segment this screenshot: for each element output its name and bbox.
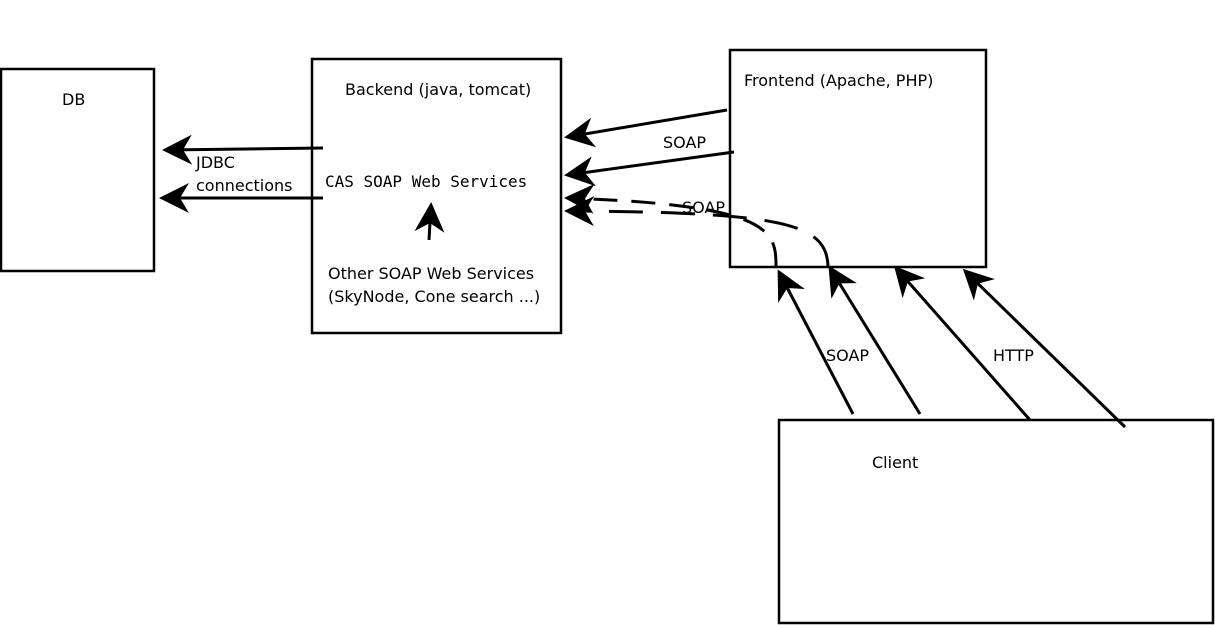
client-frontend-soap-arrow-1 (777, 269, 855, 415)
client-frontend-http-label: HTTP (993, 346, 1034, 365)
client-frontend-soap-arrow-2 (828, 265, 922, 415)
backend-title: Backend (java, tomcat) (345, 80, 531, 99)
jdbc-label-line2: connections (196, 176, 293, 195)
jdbc-label-line1: JDBC (195, 153, 235, 172)
frontend-box (728, 48, 988, 269)
frontend-backend-arrow-1 (564, 108, 728, 148)
frontend-title: Frontend (Apache, PHP) (744, 71, 933, 90)
other-services-label-line2: (SkyNode, Cone search ...) (328, 287, 540, 306)
client-backend-soap-label: SOAP (682, 198, 725, 217)
cas-services-label: CAS SOAP Web Services (325, 172, 527, 191)
db-label: DB (62, 90, 85, 109)
backend-box (310, 57, 563, 335)
client-backend-dashed-arrow-2 (564, 196, 830, 267)
client-backend-dashed-arrow-1 (564, 183, 778, 267)
internal-services-arrow (414, 202, 445, 241)
client-frontend-http-arrow-1 (894, 265, 1032, 421)
other-services-label-line1: Other SOAP Web Services (328, 264, 534, 283)
client-frontend-http-arrow-2 (962, 268, 1127, 429)
client-box (777, 418, 1215, 625)
frontend-backend-soap-label: SOAP (663, 133, 706, 152)
client-label: Client (872, 453, 918, 472)
jdbc-arrow-top (162, 134, 324, 165)
db-box (0, 67, 156, 273)
frontend-backend-arrow-2 (564, 150, 735, 187)
client-frontend-soap-label: SOAP (826, 346, 869, 365)
